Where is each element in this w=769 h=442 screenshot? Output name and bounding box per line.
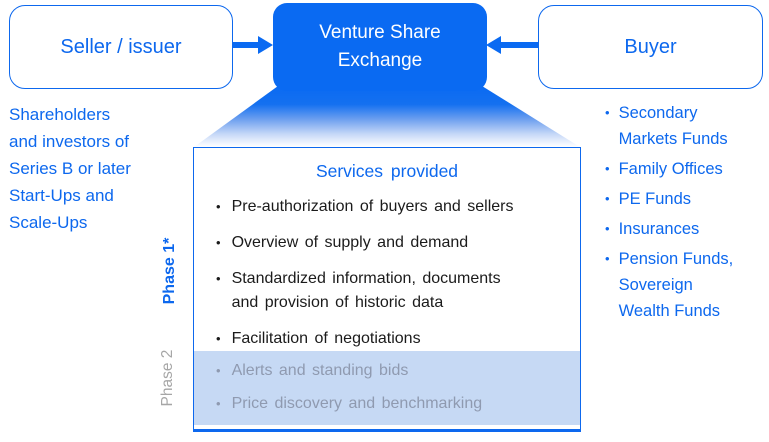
seller-to-exchange-arrow-icon: [233, 36, 273, 54]
buyer-box: Buyer: [538, 5, 763, 89]
service-item: • Pre-authorization of buyers and seller…: [216, 195, 580, 219]
phase1-services-list: • Pre-authorization of buyers and seller…: [194, 195, 580, 425]
service-item-phase2: • Price discovery and benchmarking: [216, 392, 580, 416]
service-item-text: Price discovery and benchmarking: [231, 395, 483, 412]
bullet-icon: •: [605, 161, 610, 176]
buyer-type-item: • Family Offices: [605, 156, 765, 182]
phase2-label: Phase 2: [159, 349, 176, 407]
bullet-icon: •: [216, 271, 221, 286]
service-item-phase2: • Alerts and standing bids: [216, 359, 580, 383]
phase1-label: Phase 1*: [161, 237, 178, 305]
buyer-type-text: Secondary Markets Funds: [618, 104, 728, 148]
buyer-type-text: Family Offices: [618, 160, 723, 178]
service-item-text: Pre-authorization of buyers and sellers: [231, 198, 514, 215]
bullet-icon: •: [605, 191, 610, 206]
buyer-type-text: Insurances: [618, 220, 700, 238]
buyer-type-text: PE Funds: [618, 190, 692, 208]
buyer-type-item: • PE Funds: [605, 186, 765, 212]
service-item-text: Facilitation of negotiations: [231, 330, 421, 347]
buyer-label: Buyer: [624, 35, 677, 58]
seller-issuer-label: Seller / issuer: [60, 35, 182, 58]
seller-description: Shareholders and investors of Series B o…: [9, 105, 131, 232]
buyer-type-item: • Secondary Markets Funds: [605, 100, 765, 152]
venture-share-exchange-box: Venture Share Exchange: [273, 3, 487, 91]
phase2-services-highlight: • Alerts and standing bids • Price disco…: [194, 351, 580, 425]
bullet-icon: •: [605, 251, 610, 266]
services-provided-panel: Services provided • Pre-authorization of…: [193, 147, 581, 432]
service-item-text: Alerts and standing bids: [231, 362, 409, 379]
buyer-type-item: • Insurances: [605, 216, 765, 242]
services-title: Services provided: [315, 161, 459, 181]
bullet-icon: •: [605, 105, 610, 120]
bullet-icon: •: [216, 199, 221, 214]
bullet-icon: •: [216, 235, 221, 250]
funnel-connector: [194, 86, 580, 147]
service-item-text: Overview of supply and demand: [231, 234, 469, 251]
buyer-types-list: • Secondary Markets Funds • Family Offic…: [605, 100, 765, 328]
bullet-icon: •: [216, 331, 221, 346]
bullet-icon: •: [216, 363, 221, 378]
service-item: • Facilitation of negotiations: [216, 327, 580, 351]
service-item: • Standardized information, documents an…: [216, 267, 580, 315]
venture-share-exchange-label: Venture Share Exchange: [319, 22, 441, 71]
buyer-type-text: Pension Funds, Sovereign Wealth Funds: [618, 250, 734, 320]
buyer-type-item: • Pension Funds, Sovereign Wealth Funds: [605, 246, 765, 324]
buyer-to-exchange-arrow-icon: [486, 36, 538, 54]
bullet-icon: •: [605, 221, 610, 236]
bullet-icon: •: [216, 396, 221, 411]
seller-issuer-box: Seller / issuer: [9, 5, 233, 89]
service-item: • Overview of supply and demand: [216, 231, 580, 255]
service-item-text: Standardized information, documents and …: [231, 270, 501, 311]
